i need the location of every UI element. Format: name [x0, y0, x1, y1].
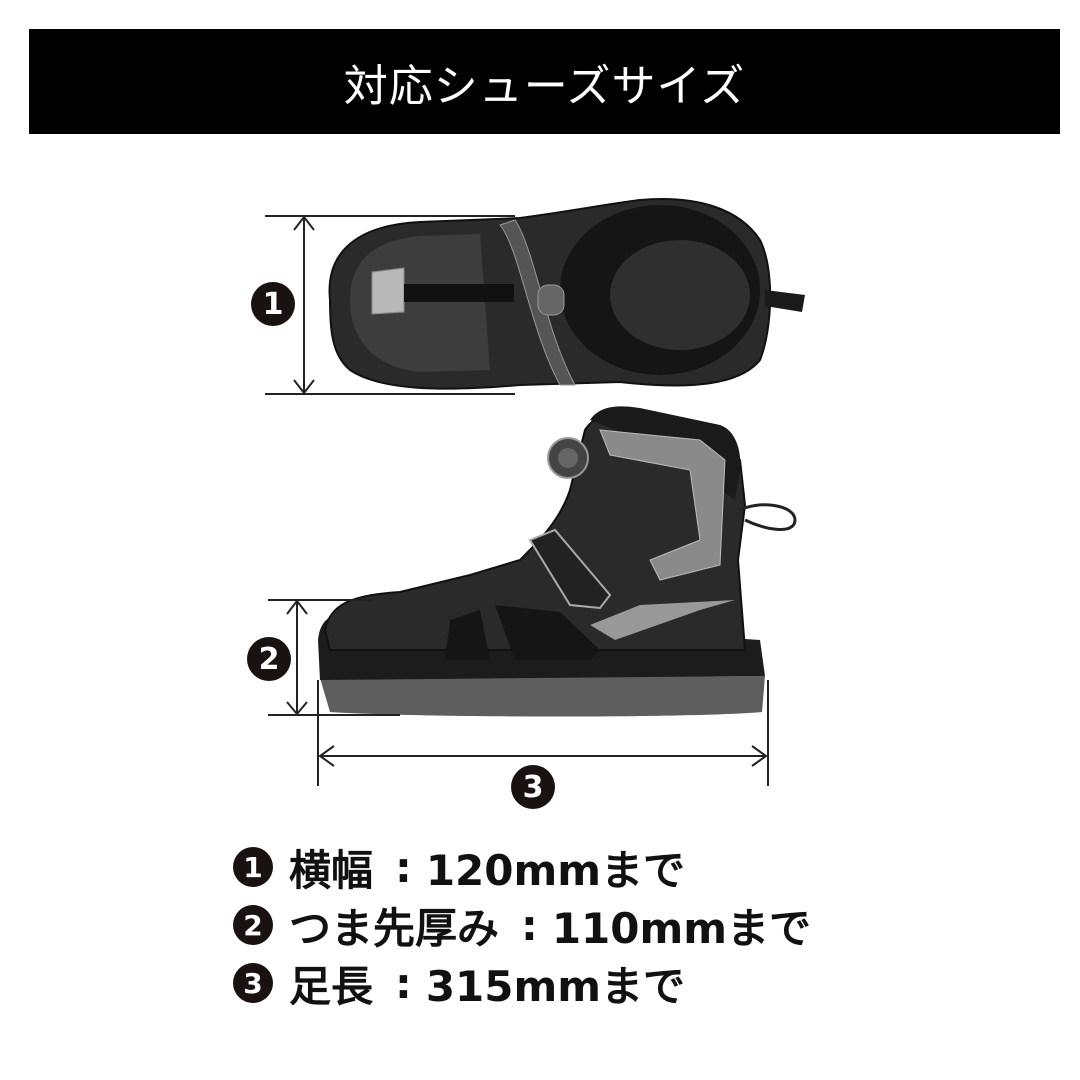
spec-row-width: 1 横幅 : 120mmまで — [233, 838, 811, 896]
toe-height-dimension-lines — [268, 599, 400, 716]
length-dimension-lines — [317, 680, 769, 786]
callout-foot-length: 3 — [511, 765, 555, 809]
shoe-top-view — [328, 198, 805, 390]
spec-separator: : — [395, 842, 412, 892]
spec-number-badge: 2 — [233, 905, 273, 945]
spec-value: 120mmまで — [425, 845, 686, 895]
spec-label: 横幅 — [289, 845, 374, 895]
spec-list: 1 横幅 : 120mmまで 2 つま先厚み : 110mmまで 3 足長 : … — [233, 838, 811, 1012]
spec-row-toe-thickness: 2 つま先厚み : 110mmまで — [233, 896, 811, 954]
spec-number-badge: 1 — [233, 847, 273, 887]
callout-width: 1 — [251, 282, 295, 326]
spec-number-badge: 3 — [233, 963, 273, 1003]
spec-label: つま先厚み — [289, 903, 500, 953]
page-title: 対応シューズサイズ — [343, 60, 746, 112]
spec-separator: : — [395, 958, 412, 1008]
spec-value: 110mmまで — [551, 903, 812, 953]
header-band: 対応シューズサイズ — [29, 29, 1060, 134]
callout-toe-thickness: 2 — [247, 637, 291, 681]
shoe-side-view — [318, 406, 797, 717]
shoe-diagram — [265, 198, 805, 786]
spec-label: 足長 — [289, 961, 374, 1011]
width-dimension-lines — [265, 215, 515, 395]
spec-row-foot-length: 3 足長 : 315mmまで — [233, 954, 811, 1012]
spec-separator: : — [521, 900, 538, 950]
spec-value: 315mmまで — [425, 961, 686, 1011]
